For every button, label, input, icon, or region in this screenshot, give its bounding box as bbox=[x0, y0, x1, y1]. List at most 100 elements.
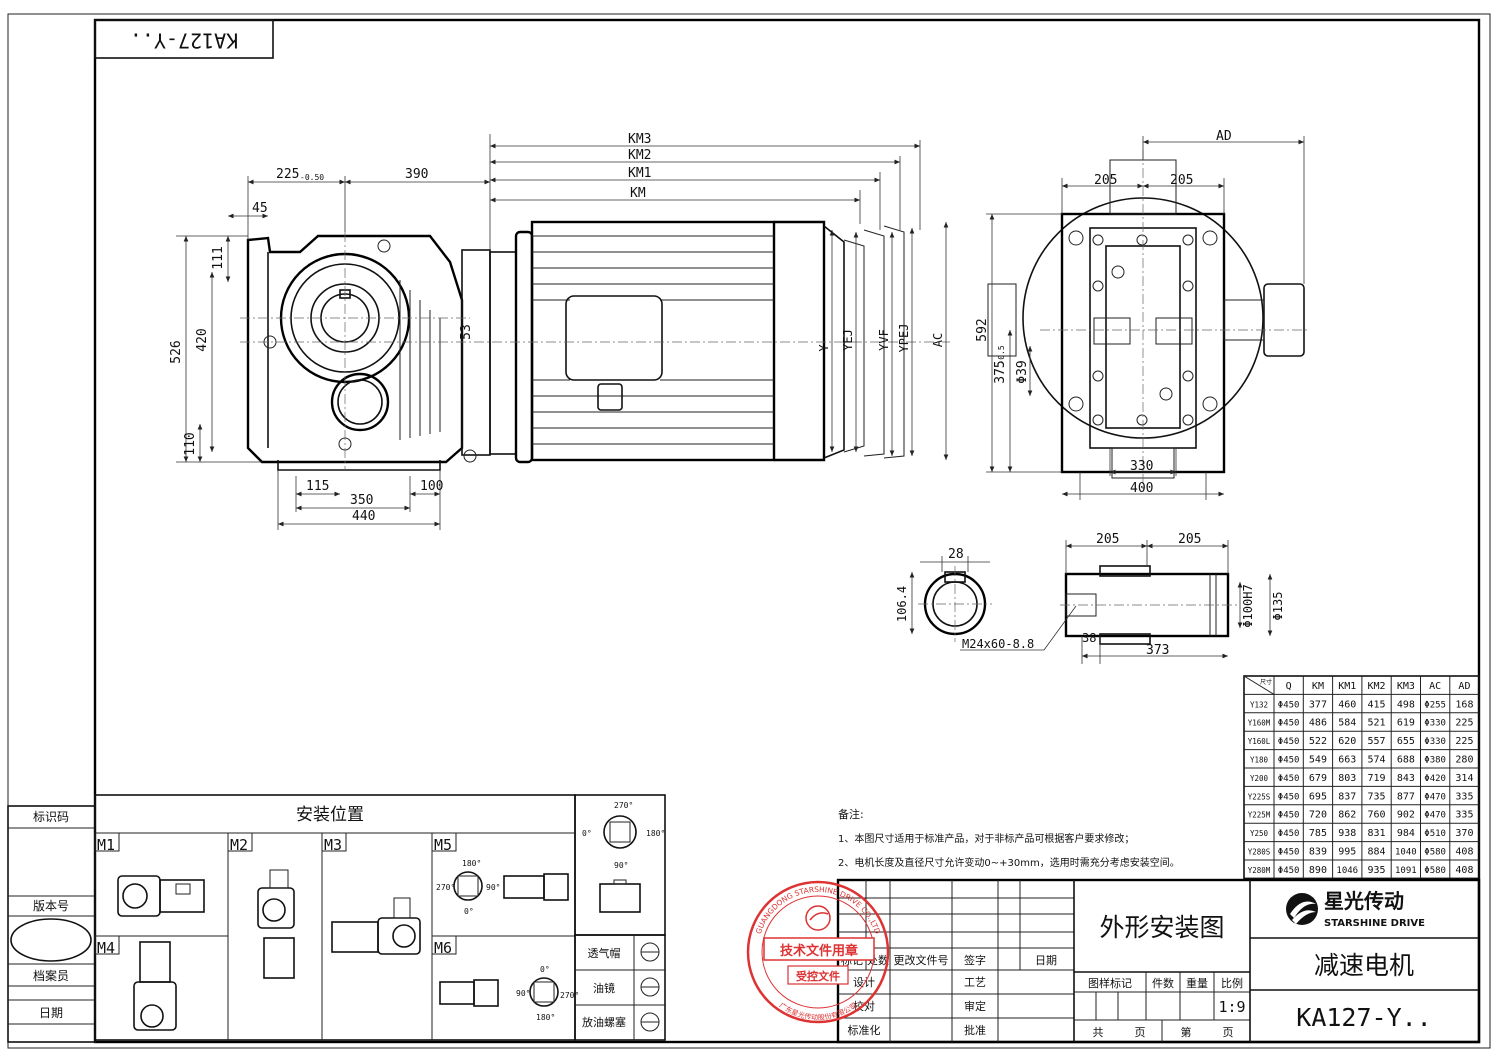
role-design: 设计 bbox=[853, 976, 875, 989]
table-cell: 225 bbox=[1455, 718, 1473, 729]
role-approve: 批准 bbox=[964, 1023, 986, 1037]
m6-sketch: 0° 90° 270° 180° bbox=[439, 965, 579, 1022]
archive-label-archivist: 档案员 bbox=[33, 968, 69, 983]
mount-m4: M4 bbox=[97, 939, 115, 957]
shaft-section: 28 106.4 205 205 Φ100H7 Φ135 38 373 M24x… bbox=[895, 532, 1285, 664]
table-cell: Φ470 bbox=[1424, 792, 1446, 802]
dim-390: 390 bbox=[405, 167, 428, 182]
table-cell: Y160L bbox=[1248, 737, 1271, 746]
table-cell: Y132 bbox=[1250, 700, 1268, 709]
table-cell: 902 bbox=[1397, 810, 1415, 821]
page-current-label: 第 bbox=[1181, 1025, 1192, 1039]
orient-270: 270° bbox=[614, 801, 633, 810]
table-cell: 498 bbox=[1397, 699, 1415, 710]
table-cell: Φ450 bbox=[1278, 829, 1300, 839]
dim-ac: AC bbox=[931, 333, 945, 347]
table-cell: Y200 bbox=[1250, 774, 1269, 783]
mount-m5: M5 bbox=[434, 836, 452, 854]
table-cell: 574 bbox=[1368, 754, 1386, 765]
title-block: 标记 处数 更改文件号 签字 日期 设计 校对 标准化 工艺 审定 批准 外形安… bbox=[836, 878, 1481, 1044]
corner-tag: KA127-Y.. bbox=[94, 19, 274, 59]
dim-375-tol: -0.5 bbox=[997, 345, 1006, 364]
table-cell: 486 bbox=[1309, 718, 1327, 729]
inner-border bbox=[93, 18, 1481, 1044]
table-cell: Φ450 bbox=[1278, 811, 1300, 821]
page-total-unit: 页 bbox=[1135, 1026, 1146, 1039]
archive-label-date: 日期 bbox=[39, 1006, 63, 1020]
table-header-cell: KM2 bbox=[1368, 681, 1386, 692]
archive-label-id: 标识码 bbox=[33, 810, 69, 824]
dim-38: 38 bbox=[1082, 631, 1096, 645]
m2-sketch bbox=[257, 869, 295, 979]
table-cell: Φ580 bbox=[1424, 847, 1446, 857]
dim-592: 592 bbox=[975, 318, 990, 341]
table-cell: 1091 bbox=[1395, 866, 1417, 876]
brand-name-cn: 星光传动 bbox=[1324, 889, 1404, 913]
dim-330: 330 bbox=[1130, 459, 1153, 474]
table-cell: 760 bbox=[1368, 810, 1386, 821]
table-cell: 720 bbox=[1309, 810, 1327, 821]
table-cell: 521 bbox=[1368, 718, 1386, 729]
dim-m24: M24x60-8.8 bbox=[962, 637, 1034, 651]
m1-sketch bbox=[117, 875, 205, 917]
mounting-title: 安装位置 bbox=[296, 805, 364, 825]
scale-value: 1:9 bbox=[1218, 998, 1245, 1016]
table-cell: Φ450 bbox=[1278, 755, 1300, 765]
table-cell: 839 bbox=[1309, 846, 1327, 857]
table-cell: 584 bbox=[1338, 718, 1356, 729]
m3-sketch bbox=[331, 897, 421, 955]
dim-53: 53 bbox=[459, 324, 474, 340]
page-current-unit: 页 bbox=[1223, 1026, 1234, 1039]
table-cell: 785 bbox=[1309, 828, 1327, 839]
table-cell: 415 bbox=[1368, 699, 1386, 710]
page-total-label: 共 bbox=[1093, 1026, 1104, 1039]
table-cell: Φ470 bbox=[1424, 811, 1446, 821]
mount-m6: M6 bbox=[434, 939, 452, 957]
stamp-ring-text-cn: 广东星光传动股份有限公司 bbox=[778, 1001, 859, 1022]
table-cell: 1040 bbox=[1395, 847, 1417, 857]
mount-m3: M3 bbox=[324, 836, 342, 854]
dim-115: 115 bbox=[306, 479, 329, 494]
dim-111: 111 bbox=[211, 246, 226, 269]
table-cell: 884 bbox=[1368, 846, 1386, 857]
table-cell: 408 bbox=[1455, 846, 1473, 857]
table-cell: 938 bbox=[1338, 828, 1356, 839]
dim-100: 100 bbox=[420, 479, 443, 494]
dim-km: KM bbox=[630, 186, 646, 201]
table-cell: 695 bbox=[1309, 791, 1327, 802]
table-cell: 831 bbox=[1368, 828, 1386, 839]
table-corner: 尺寸 bbox=[1260, 678, 1272, 686]
sign-h-date: 日期 bbox=[1035, 954, 1057, 967]
table-cell: 803 bbox=[1338, 773, 1356, 784]
table-cell: Φ450 bbox=[1278, 737, 1300, 747]
dim-225-tol: -0.50 bbox=[300, 173, 324, 182]
table-cell: Y250 bbox=[1250, 829, 1269, 838]
table-header-cell: AD bbox=[1458, 681, 1470, 692]
table-header-cell: AC bbox=[1429, 681, 1441, 692]
table-cell: 843 bbox=[1397, 773, 1415, 784]
mount-m1: M1 bbox=[97, 836, 115, 854]
table-cell: 735 bbox=[1368, 791, 1386, 802]
side-view bbox=[1022, 150, 1310, 490]
m5-angle-90: 90° bbox=[486, 883, 500, 892]
table-cell: 620 bbox=[1338, 736, 1356, 747]
table-cell: 719 bbox=[1368, 773, 1386, 784]
dim-350: 350 bbox=[350, 493, 373, 508]
brand-logo bbox=[1286, 893, 1318, 925]
table-cell: 862 bbox=[1338, 810, 1356, 821]
m4-sketch bbox=[133, 941, 177, 1031]
version-oval bbox=[10, 918, 92, 962]
table-cell: 314 bbox=[1455, 773, 1473, 784]
dim-400: 400 bbox=[1130, 481, 1153, 496]
dim-45: 45 bbox=[252, 201, 268, 216]
dim-375: 375 bbox=[993, 360, 1008, 383]
archive-strip: 标识码 版本号 档案员 日期 bbox=[7, 805, 96, 1043]
col-drawing-mark: 图样标记 bbox=[1088, 976, 1132, 990]
dim-526: 526 bbox=[169, 340, 184, 363]
front-dimensions: 225 -0.50 390 45 526 420 111 110 53 115 … bbox=[169, 132, 949, 530]
dim-phi100: Φ100H7 bbox=[1241, 584, 1255, 627]
dim-ad: AD bbox=[1216, 129, 1232, 144]
table-cell: 335 bbox=[1455, 810, 1473, 821]
role-review: 审定 bbox=[964, 999, 986, 1013]
